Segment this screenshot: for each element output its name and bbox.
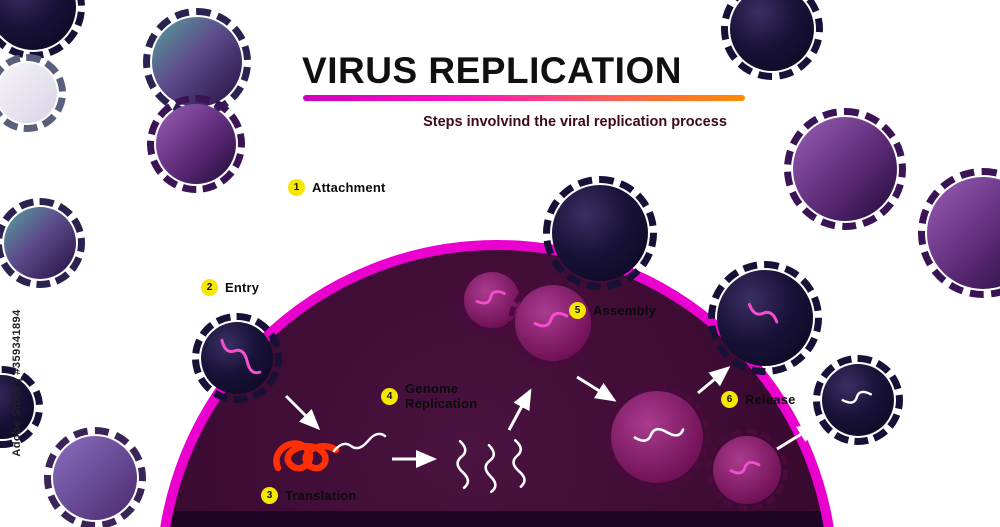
- virus-particle: [0, 198, 85, 288]
- inner-membrane-band: [166, 511, 828, 527]
- virus-particle: [721, 0, 823, 80]
- assembly-vesicle: [508, 278, 598, 368]
- attaching-virus: [543, 176, 657, 290]
- page-subtitle: Steps involvind the viral replication pr…: [423, 114, 727, 130]
- budding-virus: [708, 261, 822, 375]
- virus-particle: [0, 0, 85, 59]
- virus-particle: [147, 95, 245, 193]
- virus-particle: [0, 54, 66, 132]
- step-label: Genome Replication: [405, 381, 478, 411]
- step-genome-replication: 4 Genome Replication: [381, 381, 485, 412]
- step-number-badge: 5: [569, 302, 586, 319]
- page-title: VIRUS REPLICATION: [302, 50, 682, 91]
- step-label: Translation: [285, 488, 357, 503]
- step-number-badge: 4: [381, 388, 398, 406]
- step-number-badge: 1: [288, 179, 305, 196]
- step-label: Attachment: [312, 180, 386, 195]
- step-number-badge: 3: [261, 487, 278, 504]
- step-number-badge: 2: [201, 279, 218, 296]
- virus-particle: [784, 108, 906, 230]
- step-translation: 3 Translation: [261, 487, 357, 504]
- released-virus: [813, 355, 903, 445]
- stock-watermark: Adobe Stock | #359341894: [11, 309, 23, 457]
- step-label: Entry: [225, 280, 260, 295]
- entry-virus: [192, 313, 282, 403]
- step-attachment: 1 Attachment: [288, 179, 386, 196]
- virus-particle: [918, 168, 1000, 298]
- step-label: Release: [745, 392, 796, 407]
- step-release: 6 Release: [721, 391, 796, 408]
- assembly-vesicle: [604, 384, 710, 490]
- step-number-badge: 6: [721, 391, 738, 408]
- step-entry: 2 Entry: [201, 279, 259, 296]
- step-label: Assembly: [593, 303, 657, 318]
- title-underline: [303, 95, 745, 101]
- step-assembly: 5 Assembly: [569, 302, 656, 319]
- assembly-vesicle: [706, 429, 788, 511]
- virus-particle: [44, 427, 146, 527]
